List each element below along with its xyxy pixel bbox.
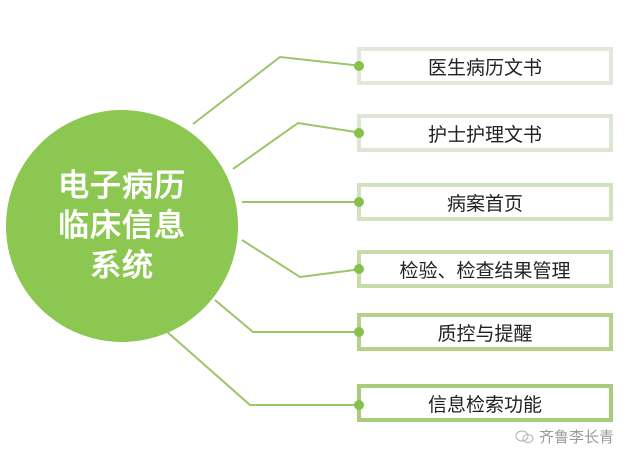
branch-label: 护士护理文书 [427,123,542,146]
wechat-icon [515,430,534,443]
branch-box-info-retrieval: 信息检索功能 [357,384,613,422]
branch-label: 质控与提醒 [437,322,533,345]
central-topic-line-2: 临床信息 [58,208,186,244]
branch-box-doctor-records: 医生病历文书 [357,47,613,85]
branch-box-lab-results: 检验、检查结果管理 [357,250,613,288]
branch-box-quality-control: 质控与提醒 [357,313,613,351]
connector-dot-icon [354,327,364,337]
connector-dot-icon [354,128,364,138]
branch-label: 检验、检查结果管理 [399,259,571,282]
connector-line-0 [192,55,363,125]
connector-dot-icon [354,61,364,71]
branch-label: 信息检索功能 [427,393,542,416]
watermark-text: 齐鲁李长青 [539,428,615,446]
watermark: 齐鲁李长青 [515,426,614,447]
central-topic-line-3: 系统 [90,248,154,284]
connector-line-1 [232,121,363,170]
central-topic-line-1: 电子病历 [58,168,186,204]
connector-line-4 [214,299,362,333]
branch-label: 医生病历文书 [427,56,542,79]
connector-dot-icon [354,197,364,207]
central-topic-circle: 电子病历 临床信息 系统 [6,110,238,342]
connector-line-5 [164,329,362,406]
branch-box-case-front-page: 病案首页 [357,183,613,221]
central-topic-title: 电子病历 临床信息 系统 [52,166,192,286]
branch-box-nursing-records: 护士护理文书 [357,114,613,152]
connector-dot-icon [354,400,364,410]
connector-line-3 [241,239,363,279]
connector-dot-icon [354,264,364,274]
branch-label: 病案首页 [446,192,523,215]
